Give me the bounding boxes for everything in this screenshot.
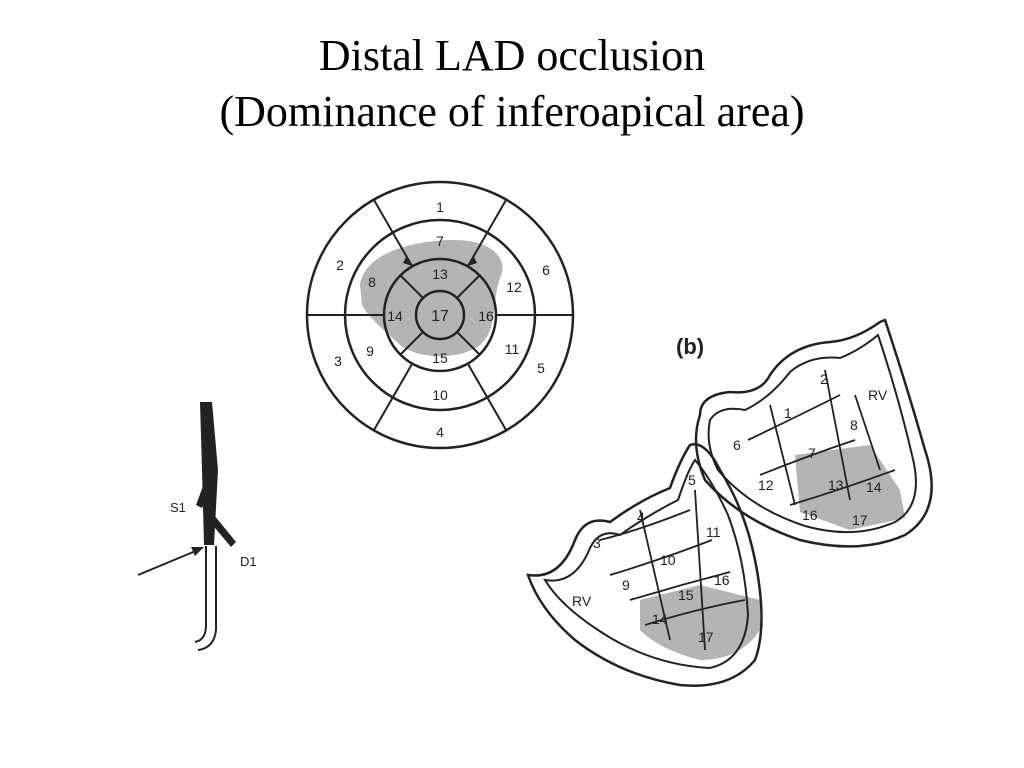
bullseye-divider xyxy=(467,199,507,267)
upper-inner-wall xyxy=(707,333,917,534)
upper-rv-label: RV xyxy=(868,387,888,403)
lower-outer-wall xyxy=(526,443,763,687)
lower-divider xyxy=(599,509,691,541)
bullseye-diagram: 1 6 5 4 3 2 7 12 11 10 9 8 13 16 15 14 1… xyxy=(305,180,575,450)
lower-divider xyxy=(644,599,746,626)
segment-label: 1 xyxy=(436,199,444,215)
segment-label: 8 xyxy=(368,274,376,290)
segment-label: 9 xyxy=(366,343,374,359)
bullseye-divider xyxy=(373,199,413,267)
upper-divider xyxy=(789,469,896,506)
segment-label: 7 xyxy=(436,233,444,249)
lower-segment-label: 4 xyxy=(637,509,645,525)
coronary-artery-sketch: S1 D1 xyxy=(137,402,257,651)
upper-segment-label: 13 xyxy=(828,477,844,493)
upper-segment-label: 7 xyxy=(808,445,816,461)
bullseye-arrowhead xyxy=(468,255,477,266)
branch-label-s1: S1 xyxy=(170,500,186,515)
title-line-1: Distal LAD occlusion xyxy=(318,31,706,80)
upper-segment-label: 16 xyxy=(802,507,818,523)
lower-long-axis-view: 5 4 3 11 10 9 16 15 14 17 RV xyxy=(526,443,763,687)
bullseye-divider xyxy=(456,274,481,299)
occlusion-arrow xyxy=(137,549,199,576)
bullseye-divider xyxy=(399,331,424,356)
lower-divider xyxy=(629,571,731,601)
lower-rv-label: RV xyxy=(572,593,592,609)
segment-label: 11 xyxy=(505,341,520,357)
lower-segment-label: 17 xyxy=(698,629,714,645)
upper-divider xyxy=(759,439,856,476)
septal-branch-s1 xyxy=(196,478,213,508)
bullseye-divider xyxy=(399,274,424,299)
segment-label: 12 xyxy=(506,279,522,295)
lower-segment-label: 3 xyxy=(593,535,601,551)
diagonal-branch-d1 xyxy=(210,515,236,547)
segment-label-apex: 17 xyxy=(431,308,449,325)
bullseye-divider xyxy=(373,363,413,431)
upper-segment-label: 17 xyxy=(852,512,868,528)
segment-label: 15 xyxy=(432,350,448,366)
upper-outer-wall xyxy=(694,318,933,548)
segment-label: 14 xyxy=(387,308,403,324)
lower-segment-label: 11 xyxy=(706,524,721,540)
proximal-lad xyxy=(200,402,218,545)
branch-label-d1: D1 xyxy=(240,554,257,569)
lower-divider xyxy=(609,539,713,576)
segment-label: 5 xyxy=(537,360,545,376)
lower-divider xyxy=(639,509,671,641)
bullseye-divider xyxy=(467,363,507,431)
segment-label: 13 xyxy=(432,266,448,282)
upper-divider xyxy=(824,369,851,501)
upper-segment-label: 8 xyxy=(850,417,858,433)
panel-label: (b) xyxy=(676,334,704,359)
segment-label: 10 xyxy=(432,387,448,403)
lower-segment-label: 15 xyxy=(678,587,694,603)
bullseye-apex-ring xyxy=(414,289,466,341)
upper-segment-label: 2 xyxy=(820,371,828,387)
bullseye-arrowhead xyxy=(403,255,412,266)
segment-label: 6 xyxy=(542,262,550,278)
lower-segment-label: 9 xyxy=(622,577,630,593)
upper-long-axis-view: 1 2 8 7 6 12 13 14 16 17 RV xyxy=(694,318,933,548)
upper-infarct-region xyxy=(795,445,905,530)
segment-label: 2 xyxy=(336,257,344,273)
upper-divider xyxy=(769,404,796,506)
lower-inner-wall xyxy=(543,458,750,670)
upper-divider xyxy=(854,394,881,471)
upper-segment-label: 12 xyxy=(758,477,774,493)
upper-segment-label: 6 xyxy=(733,437,741,453)
segment-label: 16 xyxy=(478,308,494,324)
panel-b: (b) 1 2 8 7 6 12 13 14 16 17 RV xyxy=(526,318,933,687)
distal-lad xyxy=(194,546,207,643)
lower-segment-label: 16 xyxy=(714,572,730,588)
lower-segment-label: 5 xyxy=(688,472,696,488)
upper-divider xyxy=(747,394,841,441)
lower-segment-label: 10 xyxy=(660,552,676,568)
bullseye-divider xyxy=(456,331,481,356)
lower-segment-label: 14 xyxy=(652,611,668,627)
upper-segment-label: 1 xyxy=(784,405,792,421)
slide-title: Distal LAD occlusion (Dominance of infer… xyxy=(0,28,1024,140)
distal-lad-wall xyxy=(197,546,217,651)
segment-label: 3 xyxy=(334,353,342,369)
occlusion-arrowhead xyxy=(191,547,204,556)
lower-divider xyxy=(694,489,706,651)
upper-segment-label: 14 xyxy=(866,479,882,495)
title-line-2: (Dominance of inferoapical area) xyxy=(219,87,805,136)
segment-label: 4 xyxy=(436,424,444,440)
